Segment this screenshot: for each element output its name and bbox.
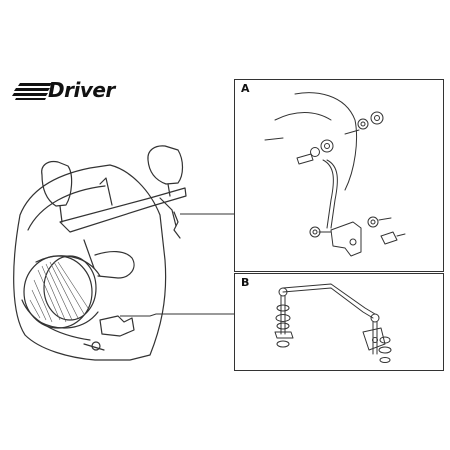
right-bracket [362, 327, 386, 351]
speed-stripes-icon [12, 83, 52, 100]
detail-b-drawing [274, 283, 392, 363]
fork-clamp [94, 251, 135, 279]
panel-label-a: A [241, 82, 250, 95]
detail-panel-a: A [234, 79, 444, 272]
brand-logo: Driver [12, 76, 132, 106]
panel-label-b: B [241, 276, 250, 289]
lower-bracket [99, 315, 135, 337]
headlight-hatching [29, 261, 89, 323]
stay-bar [282, 283, 376, 315]
lower-mount-bracket [330, 221, 362, 257]
brand-name: Driver [48, 78, 115, 102]
leader-lines [120, 213, 234, 317]
support-rod [322, 159, 334, 229]
handlebar-frame [59, 187, 187, 233]
fairing-outline [13, 164, 167, 361]
detail-panel-b: B [234, 273, 444, 371]
detail-a-drawing [264, 92, 406, 257]
left-mirror [41, 160, 73, 207]
right-mirror [147, 145, 184, 185]
